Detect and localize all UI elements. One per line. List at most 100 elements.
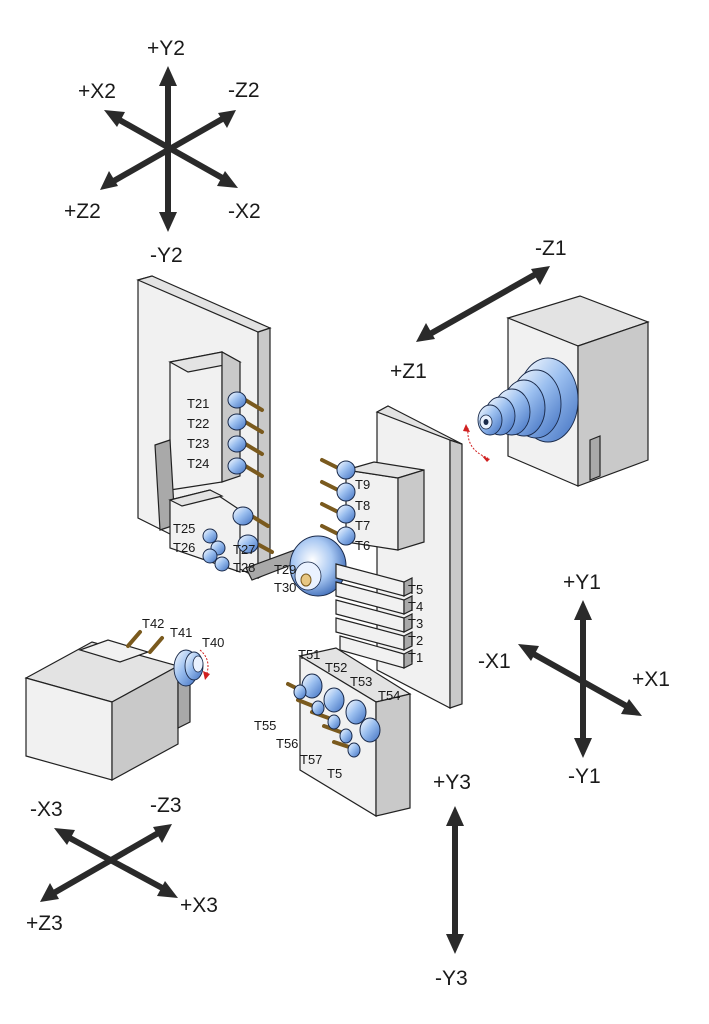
plus-y1-arrowhead <box>574 600 592 620</box>
tool-holder-t7 <box>336 504 356 524</box>
right-post-plate-side <box>449 439 463 709</box>
x1-axis-line <box>528 649 632 711</box>
right-lower-plates <box>335 563 413 669</box>
tool-label-t4: T4 <box>408 599 423 614</box>
tool-label-t21: T21 <box>187 396 209 411</box>
tool-label-t53: T53 <box>350 674 372 689</box>
minus-z2-arrowhead <box>218 110 236 128</box>
tool-label-t30: T30 <box>274 580 296 595</box>
minus-y1-arrowhead <box>574 738 592 758</box>
spindle-rotation-marker <box>467 427 489 459</box>
tool-holder-t24 <box>227 457 247 475</box>
tool-label-t3: T3 <box>408 616 423 631</box>
tool-label-t9: T9 <box>355 477 370 492</box>
tool-holder-t6 <box>336 526 356 546</box>
right-post-plate-top <box>375 405 463 445</box>
minus-x2-label: -X2 <box>228 200 261 223</box>
plus-z2-arrowhead <box>100 171 118 190</box>
minus-y2-label: -Y2 <box>150 244 183 267</box>
bottom-block-side <box>375 693 411 817</box>
plus-z3-label: +Z3 <box>26 912 63 935</box>
tool-label-t28: T28 <box>233 560 255 575</box>
minus-z3-arrowhead <box>153 824 172 843</box>
tool-holder-t27-lower <box>232 506 254 526</box>
tool-holder-t28-lower <box>237 534 259 554</box>
tool-label-t52: T52 <box>325 660 347 675</box>
left-unit-side <box>111 664 179 782</box>
minus-y3-arrowhead <box>446 934 464 954</box>
tool-holder-t25 <box>202 528 218 544</box>
minus-z2-label: -Z2 <box>228 79 260 102</box>
z3-axis-line <box>50 829 162 897</box>
upper-lower-block-top <box>168 489 224 507</box>
tool-label-t27: T27 <box>233 542 255 557</box>
tool-label-t55: T55 <box>254 718 276 733</box>
z2-axis-line <box>110 115 226 185</box>
tool-holder-t28 <box>214 556 230 572</box>
plus-z2-label: +Z2 <box>64 200 101 223</box>
tool-holder-t22 <box>227 413 247 431</box>
left-tool-unit: T42 T41 T40 <box>24 616 224 782</box>
plus-x1-label: +X1 <box>632 668 670 691</box>
plus-z3-arrowhead <box>40 883 59 902</box>
tool-label-t6: T6 <box>355 538 370 553</box>
minus-x2-arrowhead <box>217 171 238 188</box>
minus-y3-label: -Y3 <box>435 967 468 990</box>
tool-holder-t9 <box>336 460 356 480</box>
right-tool-post: T9 T8 T7 T6 T5 T4 T3 T2 T1 <box>320 405 463 709</box>
plus-y2-label: +Y2 <box>147 37 185 60</box>
tool-label-t29: T29 <box>274 562 296 577</box>
live-tool-spindle <box>245 535 347 597</box>
axis-group-2: +Y2 +X2 -Z2 +Z2 -X2 -Y2 <box>64 37 261 267</box>
plus-x2-label: +X2 <box>78 80 116 103</box>
tool-label-t22: T22 <box>187 416 209 431</box>
minus-z1-arrowhead <box>531 266 550 285</box>
right-upper-tool-holders <box>320 458 356 546</box>
tool-label-t56: T56 <box>276 736 298 751</box>
plus-x1-arrowhead <box>621 699 642 716</box>
plus-x2-arrowhead <box>104 110 125 127</box>
plus-y2-arrowhead <box>159 66 177 86</box>
tool-label-t25: T25 <box>173 521 195 536</box>
minus-y1-label: -Y1 <box>568 765 601 788</box>
spindle-housing-side <box>577 321 649 487</box>
tool-label-t24: T24 <box>187 456 209 471</box>
tool-label-t1: T1 <box>408 650 423 665</box>
upper-turret: T21 T22 T23 T24 T25 T26 T27 T28 T29 T30 <box>136 275 347 597</box>
plus-x3-label: +X3 <box>180 894 218 917</box>
minus-y2-arrowhead <box>159 212 177 232</box>
tool-label-t23: T23 <box>187 436 209 451</box>
minus-x1-arrowhead <box>518 644 539 661</box>
left-unit-tools <box>126 630 210 687</box>
tool-label-t41: T41 <box>170 625 192 640</box>
tool-label-t5-bottom: T5 <box>327 766 342 781</box>
tool-label-t51: T51 <box>298 647 320 662</box>
main-spindle-head <box>463 295 650 487</box>
minus-z1-label: -Z1 <box>535 237 567 260</box>
tool-label-t8: T8 <box>355 498 370 513</box>
bottom-block-holders <box>286 673 381 758</box>
plus-y3-arrowhead <box>446 806 464 826</box>
axis-group-1: +Y1 -X1 +X1 -Y1 <box>478 571 670 788</box>
tool-label-t26: T26 <box>173 540 195 555</box>
upper-turret-plate-top <box>136 275 272 333</box>
plus-z1-label: +Z1 <box>390 360 427 383</box>
tool-holder-t8 <box>336 482 356 502</box>
z1-axis-line <box>428 271 538 337</box>
plus-x3-arrowhead <box>157 881 178 898</box>
tool-holder-t27 <box>202 548 218 564</box>
tool-label-t7: T7 <box>355 518 370 533</box>
tool-label-t5: T5 <box>408 582 423 597</box>
tool-holder-t23 <box>227 435 247 453</box>
minus-x3-arrowhead <box>54 828 75 845</box>
axis-group-1-z: -Z1 +Z1 <box>390 237 567 383</box>
main-spindle-nose <box>477 357 579 443</box>
axis-group-3: -X3 -Z3 +Z3 +X3 <box>26 794 218 935</box>
minus-z3-label: -Z3 <box>150 794 182 817</box>
tool-label-t57: T57 <box>300 752 322 767</box>
upper-tool-holders <box>202 391 274 572</box>
tool-holder-t21 <box>227 391 247 409</box>
minus-x1-label: -X1 <box>478 650 511 673</box>
minus-x3-label: -X3 <box>30 798 63 821</box>
